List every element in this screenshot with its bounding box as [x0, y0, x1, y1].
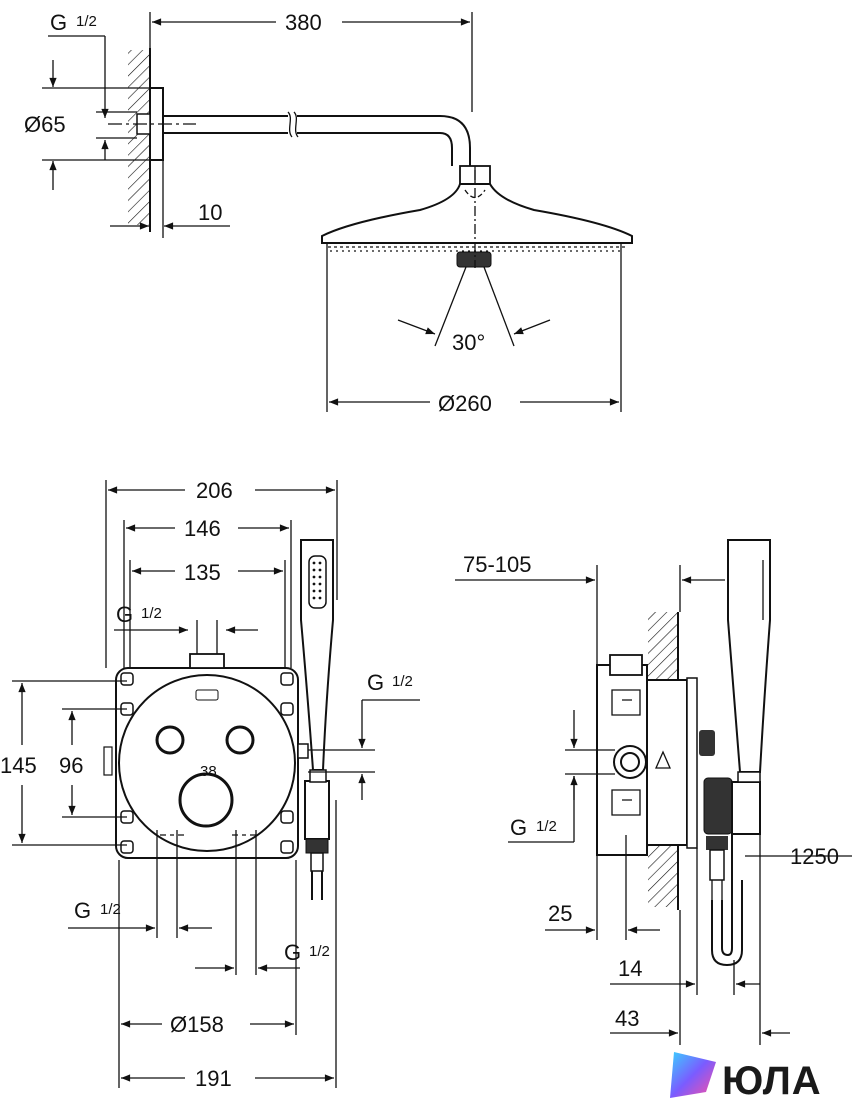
dim-diameter-260: Ø260: [438, 391, 492, 416]
thread-label-top-frac: 1/2: [76, 13, 97, 30]
thread-top-g: G: [116, 602, 133, 627]
thread-side-frac: 1/2: [536, 818, 557, 835]
dim-206: 206: [196, 478, 233, 503]
thread-bottom-right-g: G: [284, 940, 301, 965]
dim-146: 146: [184, 516, 221, 541]
thread-right-g: G: [367, 670, 384, 695]
shower-head: [321, 183, 633, 244]
wall-hatch-top: [128, 50, 150, 225]
dim-25: 25: [548, 901, 572, 926]
thread-right-frac: 1/2: [392, 673, 413, 690]
dim-14: 14: [618, 956, 642, 981]
valve-button-right: [225, 725, 255, 755]
thread-bottom-left-frac: 1/2: [100, 901, 121, 918]
dim-191: 191: [195, 1066, 232, 1091]
valve-rosette: [118, 674, 296, 852]
thread-top-frac: 1/2: [141, 605, 162, 622]
yula-logo-text: ЮЛА: [722, 1059, 822, 1100]
thread-bottom-right-frac: 1/2: [309, 943, 330, 960]
valve-front-view: 38 206 14: [0, 478, 420, 1091]
yula-logo: ЮЛА: [670, 1052, 822, 1100]
valve-side-view: 75-105 G 1/2 1250 25 14 43: [455, 539, 852, 1045]
spray-angle-label: 30°: [452, 330, 485, 355]
yula-logo-mark: [670, 1052, 716, 1098]
shower-arm: [163, 115, 288, 134]
svg-text:38: 38: [200, 763, 217, 780]
thread-label-top-g: G: [50, 10, 67, 35]
dim-diameter-158: Ø158: [170, 1012, 224, 1037]
head-shower-view: 30° 380 G 1/2 Ø65 10 Ø260: [24, 10, 633, 416]
thread-bottom-left-g: G: [74, 898, 91, 923]
thread-side-g: G: [510, 815, 527, 840]
dim-10: 10: [198, 200, 222, 225]
dim-43: 43: [615, 1006, 639, 1031]
dim-145: 145: [0, 753, 37, 778]
dim-diameter-65: Ø65: [24, 112, 66, 137]
dim-135: 135: [184, 560, 221, 585]
dim-96: 96: [59, 753, 83, 778]
dim-380: 380: [285, 10, 322, 35]
dim-depth-range: 75-105: [463, 552, 532, 577]
dim-hose-length: 1250: [790, 844, 839, 869]
valve-button-left: [155, 725, 185, 755]
thermostat-knob: [178, 772, 234, 828]
